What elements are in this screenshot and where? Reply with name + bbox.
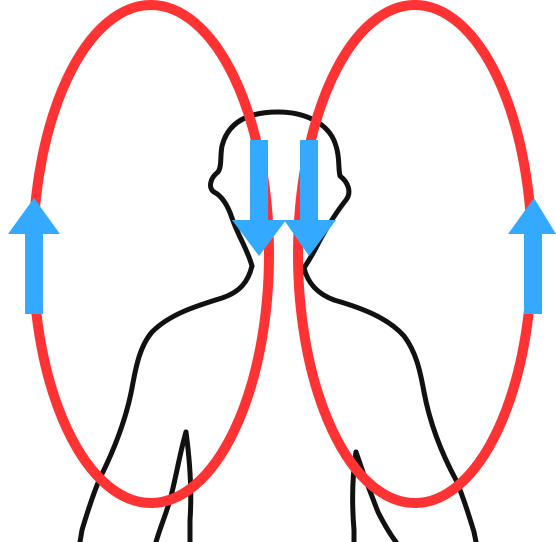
left-inner-arm-outline — [156, 432, 186, 542]
arrow-up-icon — [8, 198, 60, 314]
current-loops — [33, 5, 532, 503]
left-loop — [33, 5, 269, 503]
head-outline — [211, 112, 349, 268]
human-silhouette — [80, 112, 476, 542]
arrow-up-icon — [508, 198, 556, 314]
direction-arrows — [8, 140, 556, 314]
right-loop — [298, 5, 532, 503]
arrow-down-icon — [284, 140, 336, 256]
